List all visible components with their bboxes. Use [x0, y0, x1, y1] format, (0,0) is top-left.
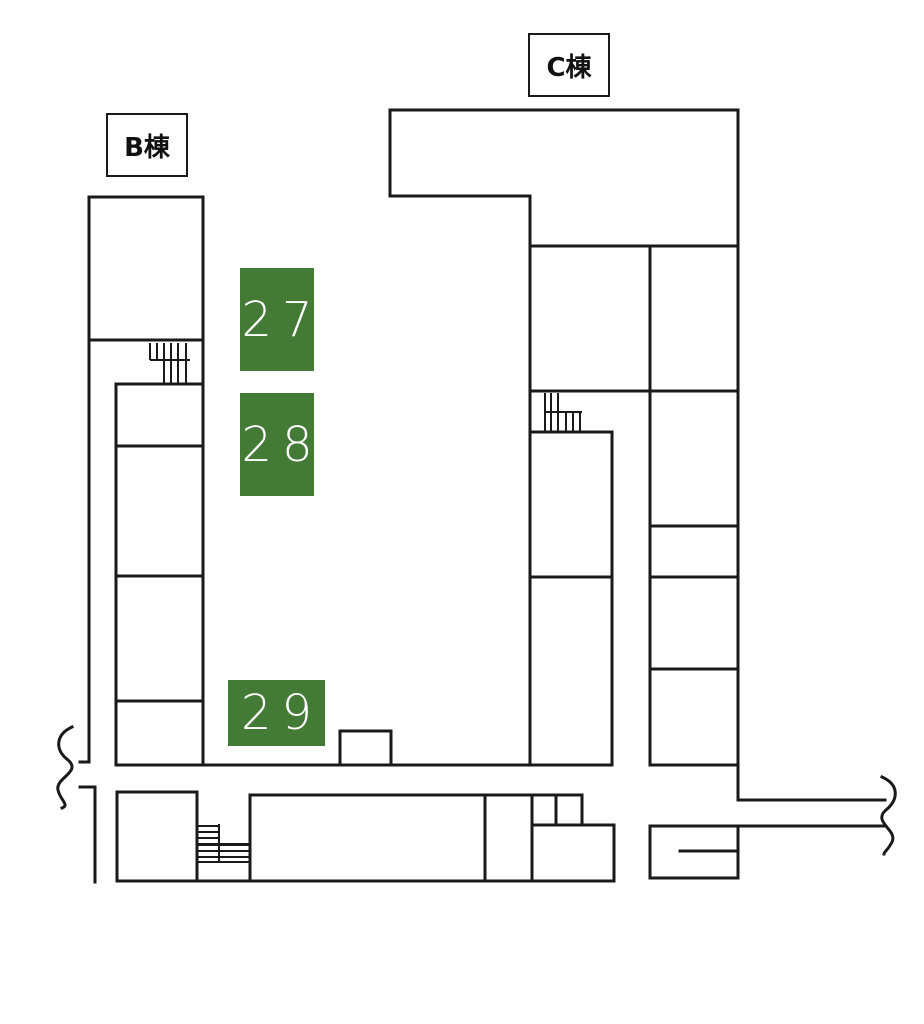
building-c-walls	[388, 108, 887, 802]
break-mark-right	[880, 775, 897, 856]
building-b-stairs	[149, 343, 190, 384]
building-b-label: B棟	[106, 113, 188, 177]
building-b-walls	[78, 195, 205, 767]
spot-28[interactable]: 28	[240, 393, 314, 496]
spot-27[interactable]: 27	[240, 268, 314, 371]
south-wing-stairs	[198, 824, 250, 863]
building-c-stairs	[544, 393, 582, 432]
south-wing-walls	[78, 785, 887, 884]
building-c-label: C棟	[528, 33, 610, 97]
spot-29[interactable]: 29	[228, 680, 325, 746]
corridor-walls	[114, 729, 614, 767]
break-mark-left	[56, 725, 74, 810]
